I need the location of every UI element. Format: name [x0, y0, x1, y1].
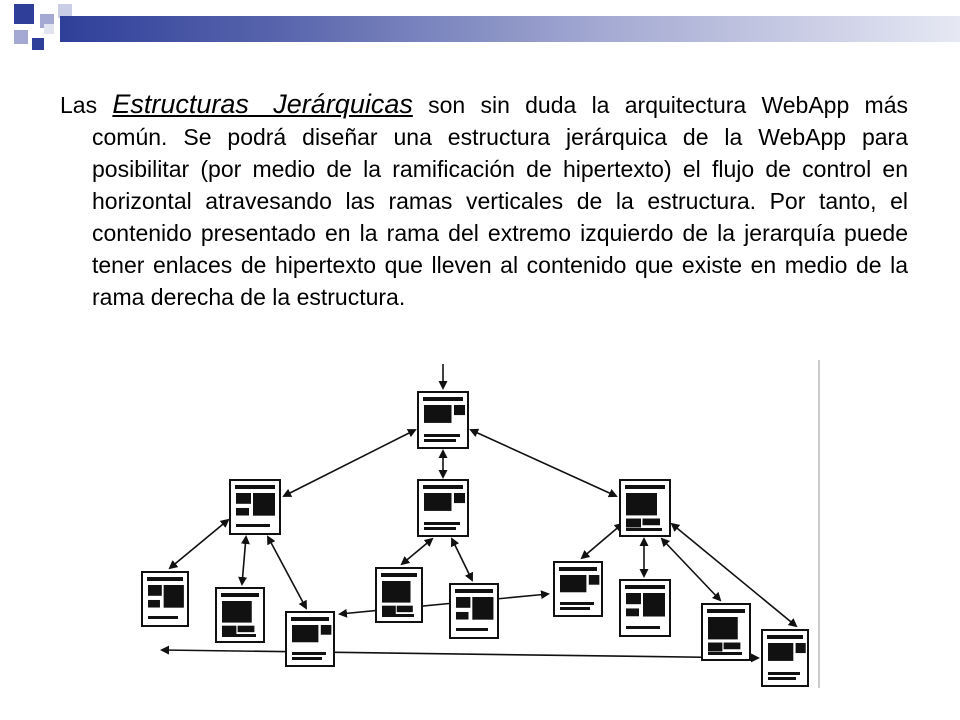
hierarchy-diagram: [141, 360, 820, 688]
page-node-icon: [417, 391, 469, 449]
body-paragraph: Las Estructuras Jerárquicas son sin duda…: [60, 88, 908, 313]
navigation-link-arrow: [580, 522, 624, 560]
slide-header-decoration: [0, 0, 960, 60]
diagram-links: [160, 364, 798, 663]
page-node-icon: [449, 583, 499, 639]
paragraph-lead: Las: [60, 92, 113, 118]
page-node-icon: [619, 579, 671, 637]
page-node-icon: [619, 479, 671, 537]
navigation-link-arrow: [400, 537, 434, 566]
navigation-link-arrow: [282, 429, 417, 497]
header-gradient-band: [60, 16, 960, 42]
navigation-link-arrow: [238, 535, 250, 586]
decor-square: [32, 38, 44, 50]
page-node-icon: [375, 567, 423, 623]
page-node-icon: [761, 629, 809, 687]
decor-square: [14, 30, 28, 44]
page-node-icon: [701, 603, 751, 661]
navigation-link-arrow: [160, 645, 760, 663]
page-node-icon: [229, 479, 281, 535]
navigation-link-arrow: [670, 522, 798, 628]
navigation-link-arrow: [338, 590, 550, 618]
page-node-icon: [215, 587, 265, 643]
navigation-link-arrow: [451, 537, 473, 582]
page-node-icon: [141, 571, 189, 627]
diagram-nodes: [141, 391, 809, 687]
decor-square: [58, 4, 72, 18]
page-node-icon: [285, 611, 335, 667]
page-node-icon: [417, 479, 469, 537]
paragraph-rest: son sin duda la arquitectura WebApp más …: [92, 92, 908, 310]
decor-square: [44, 24, 54, 34]
paragraph-term: Estructuras Jerárquicas: [112, 89, 413, 119]
navigation-link-arrow: [168, 518, 230, 570]
navigation-link-arrow: [267, 535, 307, 610]
decor-square: [14, 4, 34, 24]
page-node-icon: [553, 561, 603, 617]
navigation-link-arrow: [469, 428, 618, 498]
